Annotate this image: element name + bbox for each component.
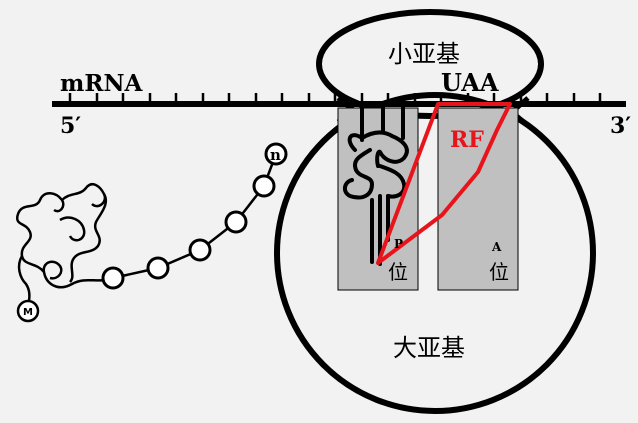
three-prime-label: 3′ (610, 113, 631, 139)
a-site-label: 位 (489, 260, 509, 284)
release-factor-label: RF (450, 127, 484, 153)
amino-acid-beads (101, 174, 276, 290)
five-prime-label: 5′ (60, 113, 81, 139)
mrna-label: mRNA (60, 70, 143, 97)
methionine-label: M (23, 307, 33, 318)
methionine-bead (16, 299, 40, 323)
n-terminus-label: n (270, 146, 281, 164)
large-subunit-label: 大亚基 (393, 334, 465, 362)
large-subunit (274, 92, 596, 414)
p-site-label: 位 (388, 260, 408, 284)
release-factor-outline (376, 102, 512, 265)
p-site-letter: P (394, 237, 403, 251)
small-subunit-label: 小亚基 (388, 40, 460, 68)
a-site-letter: A (491, 240, 502, 254)
mrna-codon-ticks (68, 93, 602, 104)
stop-codon-label: UAA (441, 68, 499, 97)
small-subunit (316, 9, 544, 119)
a-site-box (437, 107, 519, 291)
n-terminus-bead (264, 142, 288, 166)
